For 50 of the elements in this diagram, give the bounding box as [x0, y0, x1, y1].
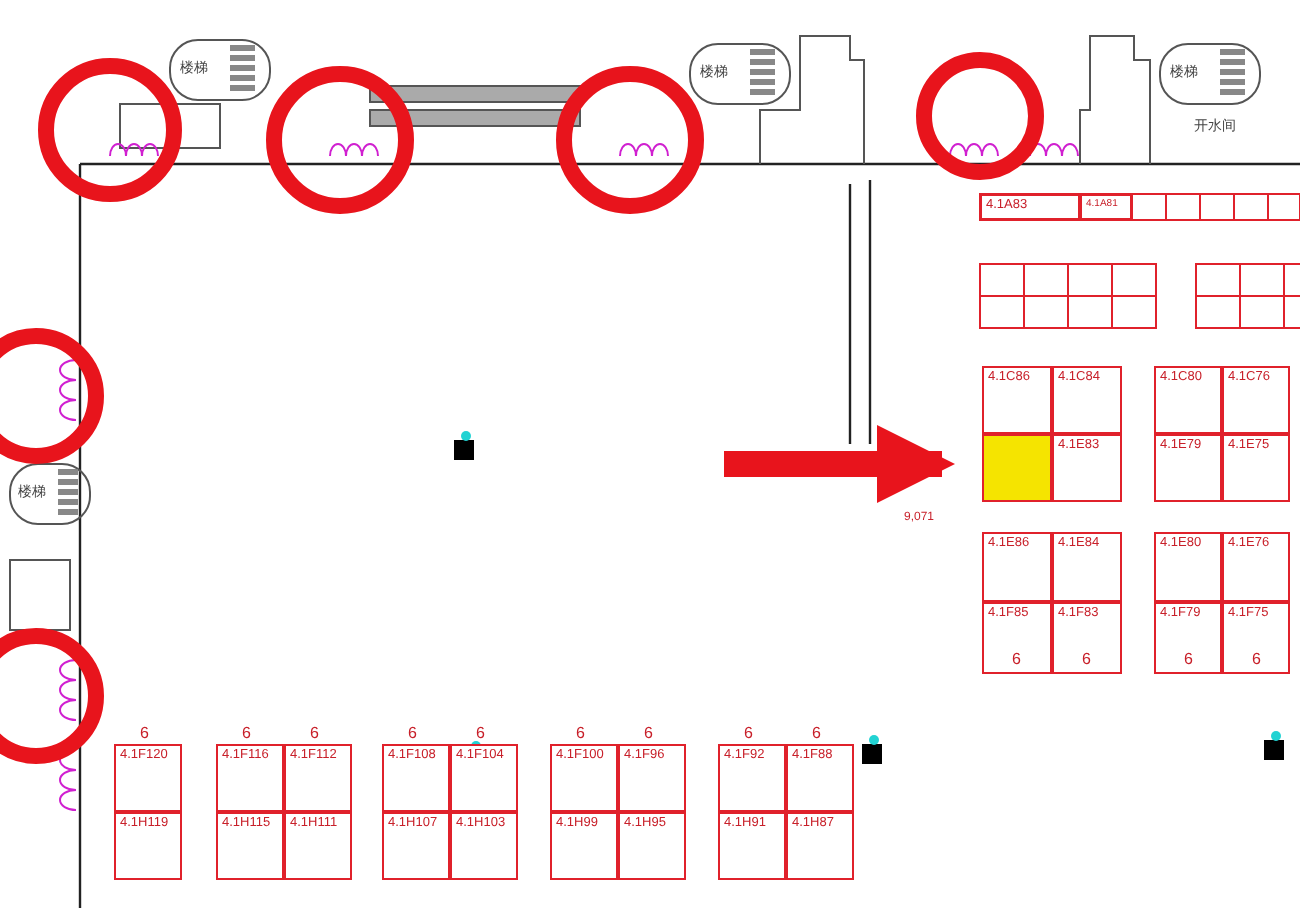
- booth-cell: [1052, 532, 1122, 602]
- booth-cell: [786, 744, 854, 812]
- booth-cell: [618, 744, 686, 812]
- booth-cell: [382, 812, 450, 880]
- dimension-label: 6: [1082, 652, 1091, 668]
- dimension-label: 6: [812, 726, 821, 742]
- booth-cell: [550, 812, 618, 880]
- booth-cell: [1154, 366, 1222, 434]
- booth-cell: [382, 744, 450, 812]
- booth-cell: [718, 812, 786, 880]
- booth-cell: [1222, 532, 1290, 602]
- booth-cell: [114, 812, 182, 880]
- booth-cell: [1052, 602, 1122, 674]
- booth-cell: [216, 812, 284, 880]
- booth-cell: [1222, 434, 1290, 502]
- booth-cell: [450, 812, 518, 880]
- booth-cell: [982, 366, 1052, 434]
- dimension-label: 6: [1252, 652, 1261, 668]
- booth-cell: [982, 532, 1052, 602]
- booth-cell: [1154, 434, 1222, 502]
- dimension-label: 6: [576, 726, 585, 742]
- dimension-label: 6: [242, 726, 251, 742]
- dimension-label: 6: [408, 726, 417, 742]
- booth-cell: [216, 744, 284, 812]
- booth-cell: [1052, 366, 1122, 434]
- booth-cell: [786, 812, 854, 880]
- booth-cell: [284, 744, 352, 812]
- dimension-label: 6: [1184, 652, 1193, 668]
- booth-cell: [980, 194, 1080, 220]
- arrow: [724, 425, 955, 503]
- dimension-label: 6: [310, 726, 319, 742]
- dimension-label: 6: [1012, 652, 1021, 668]
- booth-cell: [718, 744, 786, 812]
- dimension-label: 6: [476, 726, 485, 742]
- booth-cell: [982, 434, 1052, 502]
- booth-cell: [1052, 434, 1122, 502]
- booth-cell: [982, 602, 1052, 674]
- booth-cell: [1222, 602, 1290, 674]
- dimension-label: 6: [644, 726, 653, 742]
- dimension-label: 6: [140, 726, 149, 742]
- booth-cell: [618, 812, 686, 880]
- dimension-label: 6: [744, 726, 753, 742]
- booth-cell: [1154, 602, 1222, 674]
- booth-cell: [1080, 194, 1132, 220]
- booth-cell: [284, 812, 352, 880]
- booth-cell: [1154, 532, 1222, 602]
- booth-cell: [450, 744, 518, 812]
- booth-cell: [114, 744, 182, 812]
- booth-cell: [550, 744, 618, 812]
- booth-cell: [1222, 366, 1290, 434]
